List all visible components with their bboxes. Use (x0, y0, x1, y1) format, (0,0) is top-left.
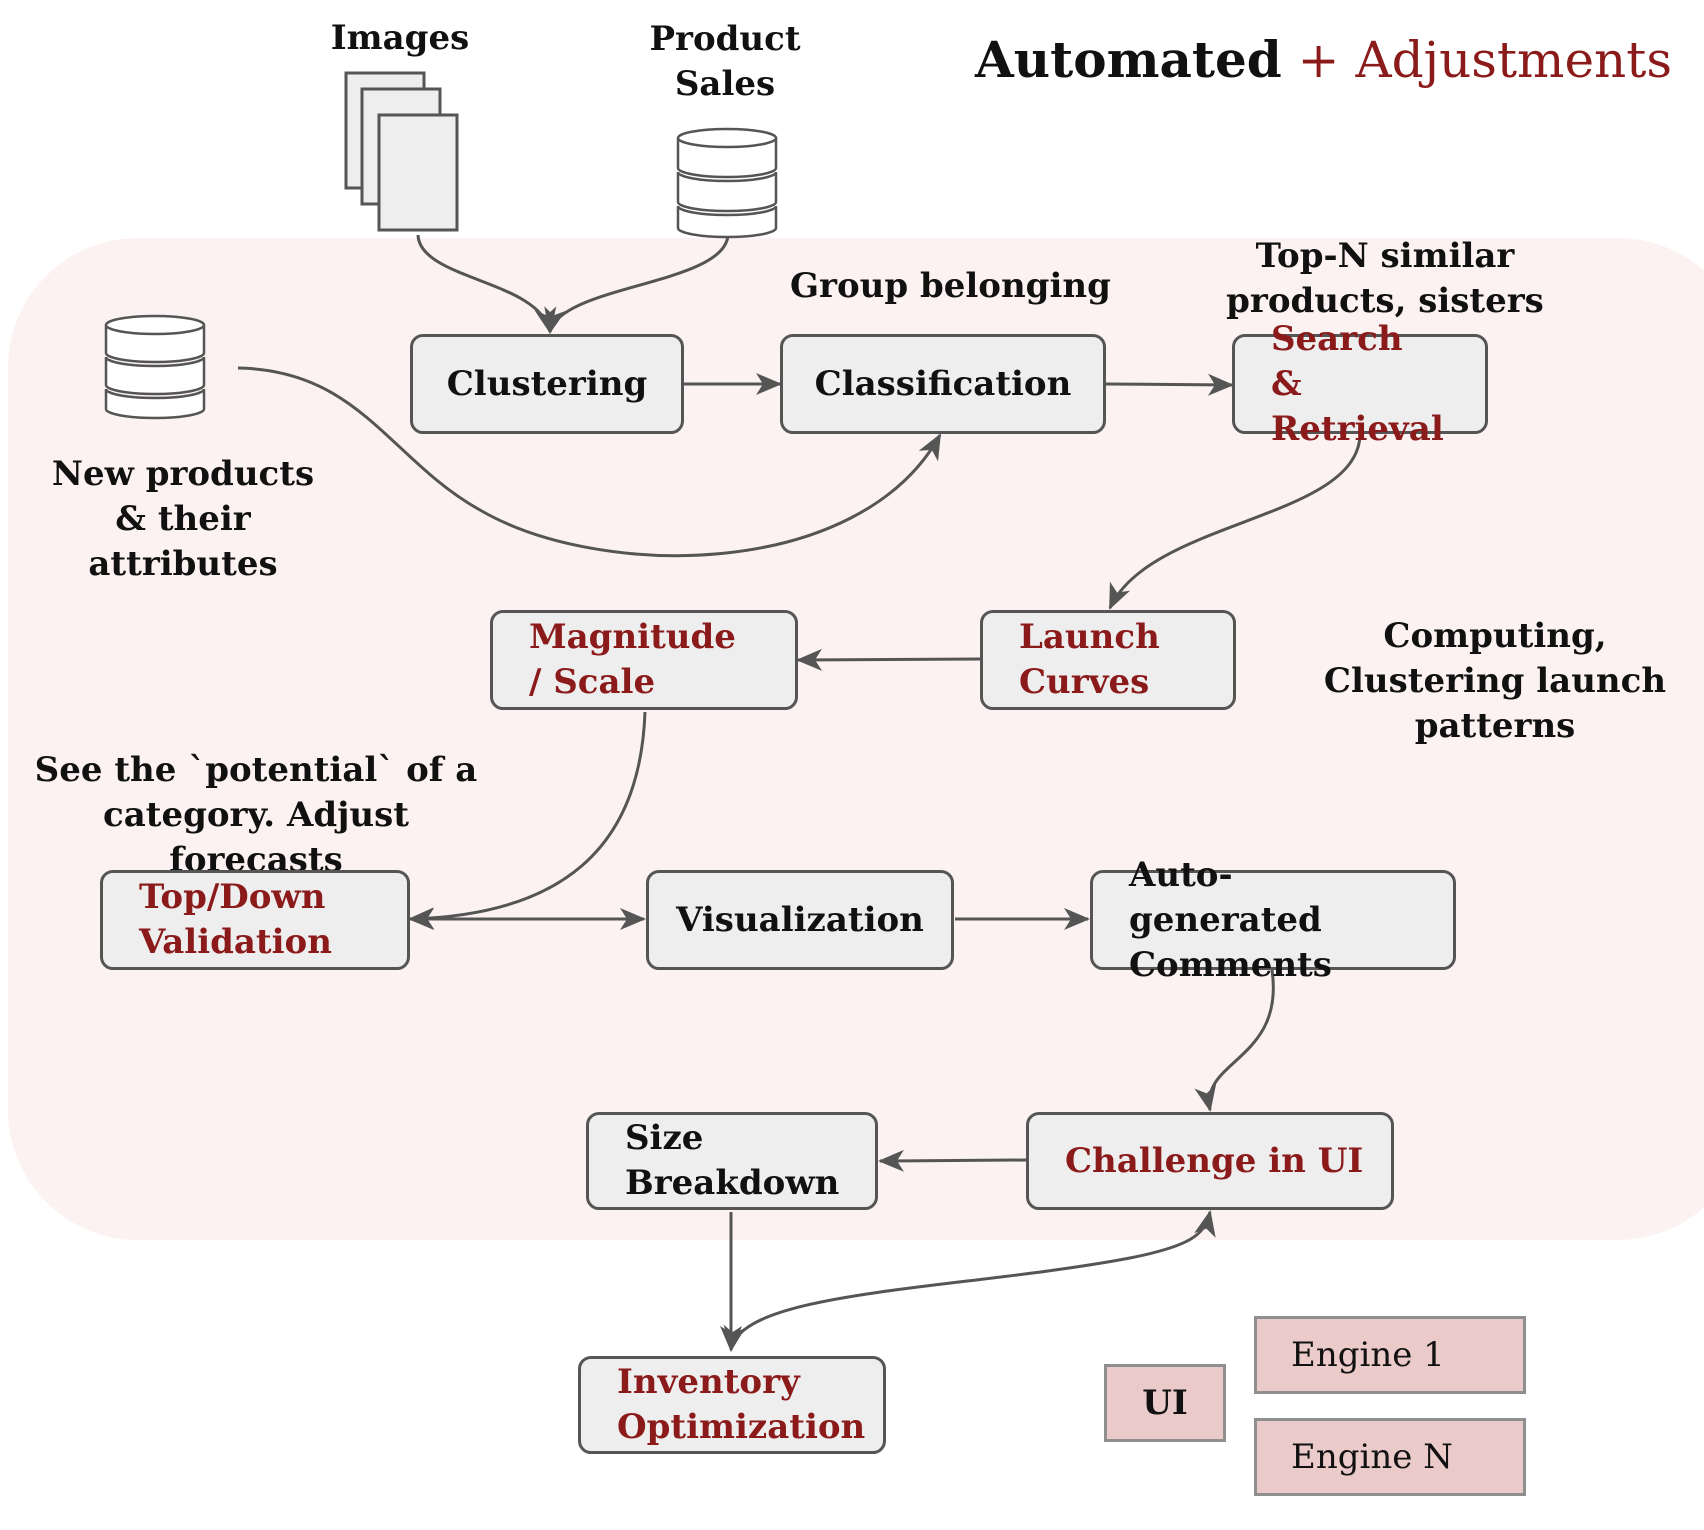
legend-engine-1: Engine 1 (1254, 1316, 1526, 1394)
auto-comments-node[interactable]: Auto-generated Comments (1090, 855, 1456, 985)
inventory-optimization-node[interactable]: Inventory Optimization (578, 1356, 886, 1454)
database-icon-sales (676, 127, 778, 239)
auto-comments-label: Auto-generated Comments (1129, 854, 1332, 985)
legend-ui-label: UI (1142, 1383, 1188, 1423)
computing-annotation: Computing, Clustering launch patterns (1323, 616, 1667, 746)
title-adjustments: + Adjustments (1297, 31, 1672, 89)
inventory-optimization-label: Inventory Optimization (617, 1362, 866, 1447)
magnitude-scale-node[interactable]: Magnitude / Scale (490, 610, 798, 710)
images-label: Images (330, 18, 470, 58)
legend-ui: UI (1104, 1364, 1226, 1442)
search-retrieval-label: Search & Retrieval (1271, 318, 1444, 449)
launch-curves-label: Launch Curves (1019, 617, 1160, 702)
visualization-node[interactable]: Visualization (646, 870, 954, 970)
edge-images-clustering (416, 234, 557, 334)
top-down-validation-label: Top/Down Validation (139, 877, 332, 962)
challenge-ui-label: Challenge in UI (1065, 1140, 1364, 1181)
clustering-node[interactable]: Clustering (410, 334, 684, 434)
product-sales-label: Product Sales (649, 19, 801, 104)
magnitude-scale-label: Magnitude / Scale (529, 617, 736, 702)
title-automated: Automated (975, 30, 1282, 89)
visualization-label: Visualization (676, 899, 924, 940)
search-retrieval-node[interactable]: Search & Retrieval (1232, 319, 1488, 449)
classification-label: Classification (814, 363, 1072, 404)
database-icon-new-products (104, 314, 206, 420)
top-down-validation-node[interactable]: Top/Down Validation (100, 870, 410, 970)
edge-inventory-challenge (723, 1210, 1216, 1352)
legend-engine-n-label: Engine N (1291, 1437, 1453, 1477)
legend-engine-n: Engine N (1254, 1418, 1526, 1496)
images-icon (344, 71, 459, 232)
size-breakdown-label: Size Breakdown (625, 1118, 840, 1203)
legend-engine-1-label: Engine 1 (1291, 1335, 1445, 1375)
edge-challenge-size (878, 1149, 1027, 1172)
launch-curves-node[interactable]: Launch Curves (980, 610, 1236, 710)
new-products-label: New products & their attributes (51, 454, 315, 584)
size-breakdown-node[interactable]: Size Breakdown (586, 1112, 878, 1210)
clustering-label: Clustering (446, 363, 648, 404)
edge-newproducts-classification (237, 366, 942, 558)
edge-search-launch (1108, 435, 1362, 610)
edge-classification-search (1105, 373, 1234, 396)
edge-launch-magnitude (796, 648, 981, 671)
group-belonging-annotation: Group belonging (790, 266, 1111, 306)
classification-node[interactable]: Classification (780, 334, 1106, 434)
edge-sales-clustering (544, 234, 730, 334)
challenge-ui-node[interactable]: Challenge in UI (1026, 1112, 1394, 1210)
edge-comments-challenge (1194, 969, 1275, 1112)
potential-annotation: See the `potential` of a category. Adjus… (34, 750, 478, 880)
page-title: Automated + Adjustments (975, 30, 1672, 89)
top-n-annotation: Top-N similar products, sisters ... (1226, 236, 1544, 366)
